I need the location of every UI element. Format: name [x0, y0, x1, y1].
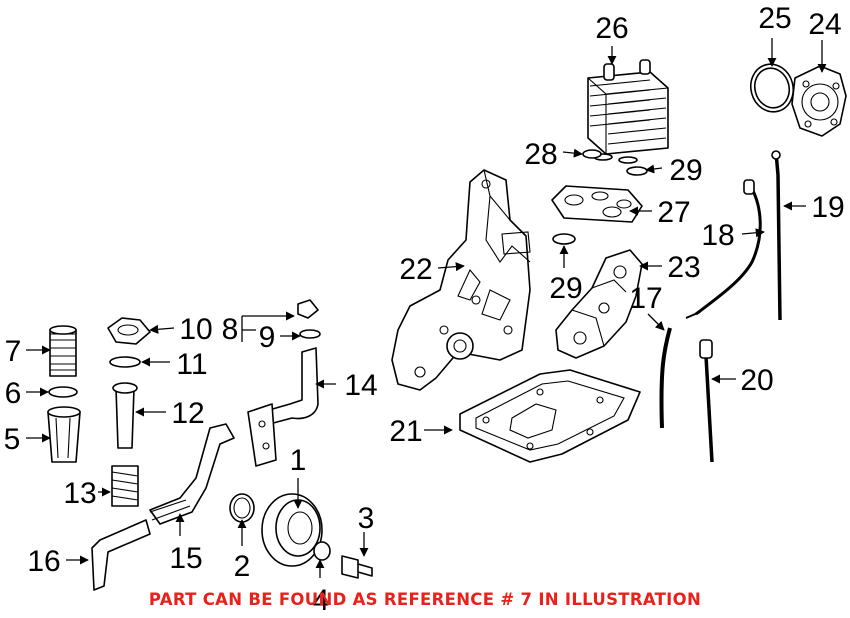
callout-1: 1: [290, 444, 307, 477]
callout-25: 25: [758, 2, 791, 35]
breather-pipe-parts: [247, 299, 321, 467]
callout-27: 27: [657, 196, 690, 229]
callout-4: 4: [313, 584, 330, 617]
callout-10: 10: [179, 313, 212, 346]
callout-14: 14: [344, 369, 377, 402]
callout-5: 5: [4, 423, 21, 456]
callout-numbers: 1 2 3 4 5 6 7 8 9 10 11 12 13 14 15 16 1…: [4, 2, 845, 617]
pulley-parts: [229, 493, 373, 579]
oil-pan-gasket-part: [459, 369, 641, 463]
callout-23: 23: [667, 251, 700, 284]
callout-20: 20: [740, 364, 773, 397]
callout-11: 11: [176, 348, 207, 381]
filter-stack-parts: [47, 317, 151, 507]
reference-note: PART CAN BE FOUND AS REFERENCE # 7 IN IL…: [148, 590, 702, 609]
callout-17: 17: [629, 282, 662, 315]
callout-12: 12: [171, 397, 204, 430]
callout-6: 6: [5, 377, 22, 410]
timing-cover-part: [391, 169, 531, 391]
gasket-plate-part: [551, 149, 648, 245]
callout-16: 16: [27, 545, 60, 578]
callout-26: 26: [595, 12, 628, 45]
callout-22: 22: [399, 253, 432, 286]
hose-parts: [91, 423, 235, 591]
callout-3: 3: [358, 502, 375, 535]
callout-24: 24: [808, 8, 841, 41]
callout-28: 28: [524, 138, 557, 171]
callout-7: 7: [5, 335, 22, 368]
dipstick-parts: [659, 150, 782, 463]
callout-9: 9: [259, 321, 276, 354]
callout-29a: 29: [669, 154, 702, 187]
callout-19: 19: [811, 191, 844, 224]
callout-21: 21: [389, 415, 422, 448]
callout-2: 2: [234, 550, 251, 583]
oil-cooler-part: [587, 59, 669, 164]
callout-13: 13: [63, 477, 96, 510]
callout-15: 15: [169, 542, 202, 575]
callout-18: 18: [701, 219, 734, 252]
callout-29b: 29: [549, 272, 582, 305]
leader-lines: [26, 38, 827, 578]
oil-pump-cover-part: [749, 63, 847, 137]
callout-8: 8: [222, 313, 239, 346]
